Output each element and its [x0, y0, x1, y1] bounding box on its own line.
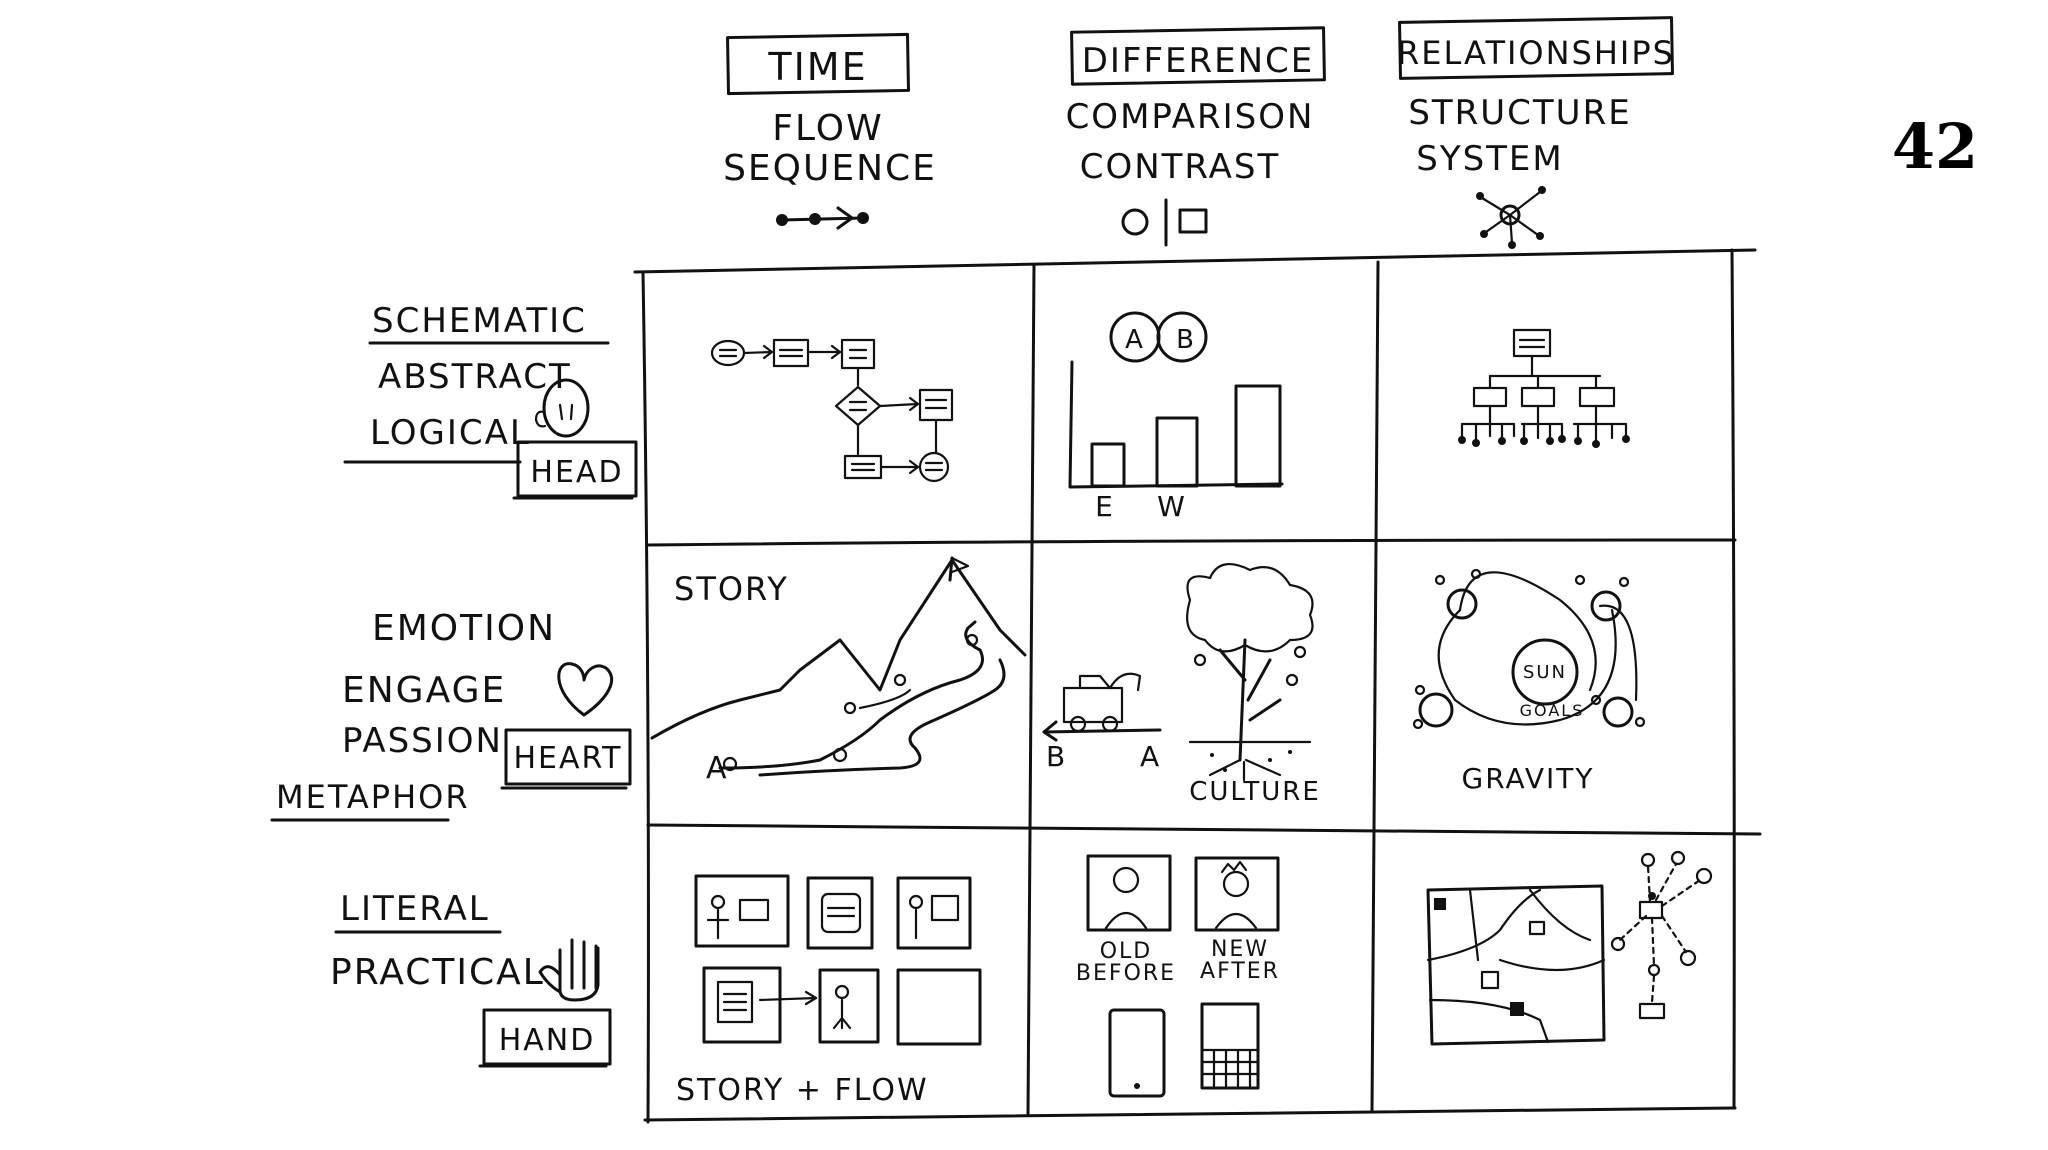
tree-label-culture: CULTURE [1189, 777, 1321, 807]
column-header-difference: DIFFERENCE COMPARISON CONTRAST [1066, 26, 1326, 247]
column-subtitle-1: STRUCTURE [1408, 93, 1631, 133]
bar-label-e: E [1095, 490, 1115, 523]
grid-lines [633, 248, 1762, 1124]
truck-label-b: B [1046, 740, 1067, 773]
column-subtitle-1: FLOW [772, 108, 883, 149]
page-number: 42 [1892, 110, 1978, 183]
header-box [726, 32, 910, 96]
row-box [516, 440, 638, 498]
column-subtitle-1: COMPARISON [1066, 97, 1315, 137]
mountain-path-icon: STORY A [650, 556, 1027, 786]
row-box-label: HAND [499, 1023, 596, 1058]
portraits-devices-icon: OLD BEFORE NEW AFTER [1076, 854, 1280, 1098]
row-label-hand: LITERAL PRACTICAL HAND [330, 889, 612, 1068]
row-line-2: ABSTRACT [378, 357, 572, 397]
gravity-label: GRAVITY [1462, 762, 1595, 795]
row-box [504, 728, 632, 786]
head-icon [534, 378, 590, 438]
sun-label: SUN [1523, 662, 1567, 683]
map-network-icon [1426, 850, 1713, 1046]
header-box [1398, 16, 1674, 80]
row-line-3: PASSION [342, 721, 503, 761]
heart-icon [557, 662, 613, 717]
column-subtitle-2: CONTRAST [1080, 147, 1281, 187]
goals-label: GOALS [1520, 701, 1585, 720]
column-subtitle-2: SEQUENCE [723, 148, 937, 189]
bar-label-w: W [1157, 490, 1187, 523]
row-line-1: SCHEMATIC [372, 301, 587, 341]
orbit-icon: SUN GOALS GRAVITY [1412, 568, 1646, 795]
circle-square-icon [1121, 198, 1208, 247]
row-box [482, 1008, 612, 1066]
cell-label-story-flow: STORY + FLOW [676, 1073, 929, 1108]
cell-label-story: STORY [674, 570, 789, 608]
label-new: NEW [1211, 937, 1269, 962]
truck-tree-icon: B A CULTURE [1042, 562, 1321, 807]
row-line-1: EMOTION [372, 608, 556, 649]
label-old: OLD [1100, 939, 1153, 964]
truck-label-a: A [1140, 740, 1161, 773]
header-box [1070, 26, 1326, 86]
column-title: TIME [767, 45, 867, 89]
start-label-a: A [706, 751, 729, 786]
label-before: BEFORE [1076, 961, 1176, 986]
row-box-label: HEAD [530, 455, 623, 490]
row-line-4: METAPHOR [276, 778, 470, 816]
row-label-heart: EMOTION ENGAGE PASSION METAPHOR HEART [270, 608, 632, 822]
row-line-2: ENGAGE [342, 670, 506, 711]
org-chart-icon [1458, 328, 1630, 448]
column-header-time: TIME FLOW SEQUENCE [723, 32, 937, 230]
row-line-3: LOGICAL [370, 413, 531, 453]
flowchart-icon [710, 338, 954, 483]
row-label-head: SCHEMATIC ABSTRACT LOGICAL HEAD [343, 301, 638, 500]
column-title: RELATIONSHIPS [1397, 34, 1675, 72]
arrow-sequence-icon [776, 206, 869, 230]
storyboard-icon: STORY + FLOW [676, 874, 982, 1108]
column-header-relationships: RELATIONSHIPS STRUCTURE SYSTEM [1397, 16, 1675, 249]
venn-label-a: A [1125, 325, 1145, 355]
row-line-1: LITERAL [340, 889, 490, 929]
column-title: DIFFERENCE [1082, 41, 1315, 81]
bar-chart-icon: A B E W [1068, 311, 1284, 523]
column-subtitle-2: SYSTEM [1416, 139, 1564, 179]
hub-network-icon [1476, 186, 1546, 249]
hand-icon [538, 938, 600, 1002]
row-box-label: HEART [513, 741, 622, 776]
label-after: AFTER [1200, 959, 1280, 984]
row-line-2: PRACTICAL [330, 952, 545, 993]
venn-label-b: B [1176, 325, 1196, 355]
